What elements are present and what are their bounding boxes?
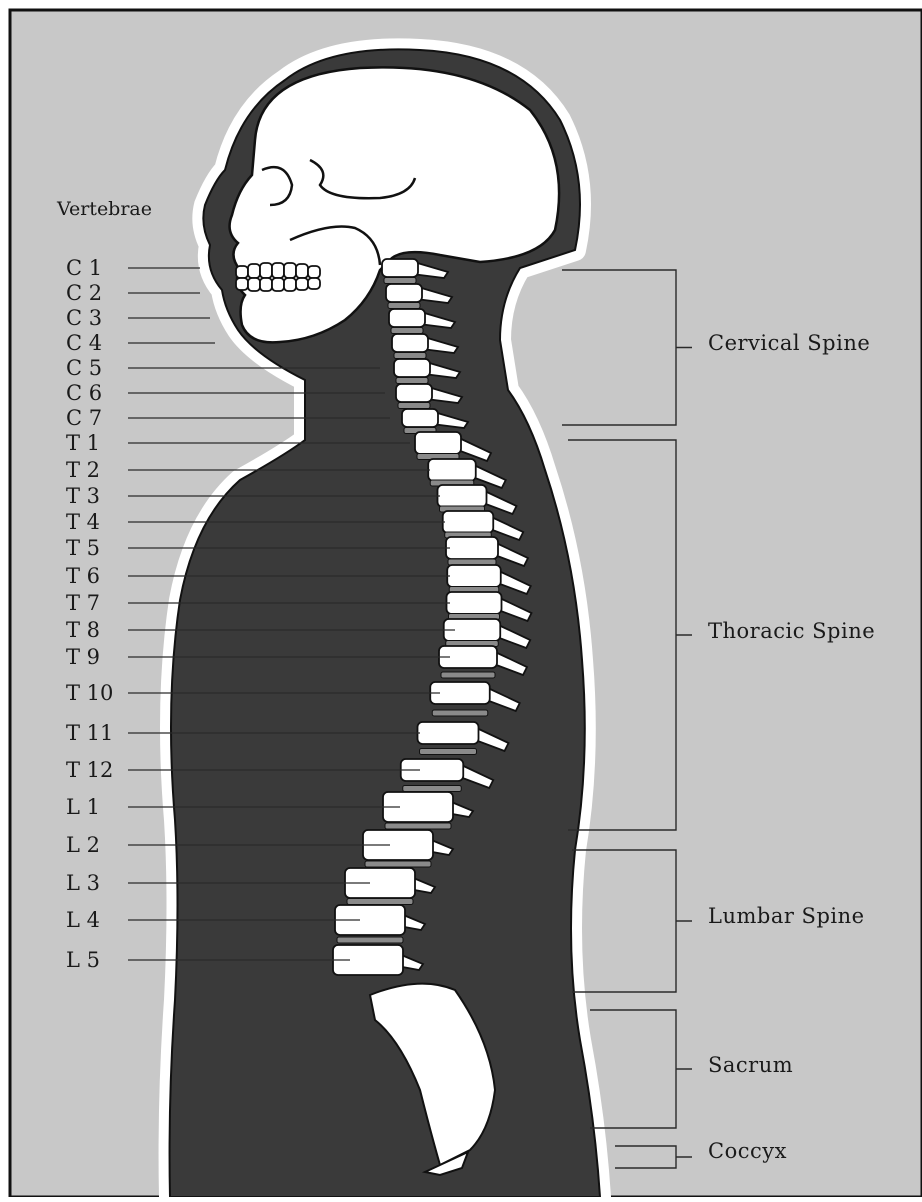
vertebra-label: T 3 xyxy=(66,484,100,508)
vertebra-label: C 1 xyxy=(66,256,102,280)
region-label: Thoracic Spine xyxy=(708,619,875,643)
vertebral-body xyxy=(386,284,422,302)
intervertebral-disc xyxy=(385,823,451,829)
intervertebral-disc xyxy=(398,403,430,409)
intervertebral-disc xyxy=(403,786,462,792)
intervertebral-disc xyxy=(384,278,416,284)
vertebra-label: T 4 xyxy=(66,510,100,534)
intervertebral-disc xyxy=(347,899,413,905)
vertebra-label: T 12 xyxy=(66,758,113,782)
vertebral-body xyxy=(415,432,461,454)
vertebra-label: T 2 xyxy=(66,458,100,482)
intervertebral-disc xyxy=(391,328,423,334)
intervertebral-disc xyxy=(420,749,477,755)
vertebra-label: C 6 xyxy=(66,381,102,405)
vertebra-label: C 7 xyxy=(66,406,102,430)
vertebra-label: L 3 xyxy=(66,871,100,895)
vertebra-label: C 5 xyxy=(66,356,102,380)
vertebra-label: L 5 xyxy=(66,948,100,972)
vertebrae-heading: Vertebrae xyxy=(56,198,152,220)
vertebral-body xyxy=(396,384,432,402)
vertebral-body xyxy=(447,592,502,614)
intervertebral-disc xyxy=(365,861,431,867)
vertebra-label: L 4 xyxy=(66,908,100,932)
vertebral-body xyxy=(446,537,498,559)
vertebral-body xyxy=(402,409,438,427)
vertebral-body xyxy=(392,334,428,352)
intervertebral-disc xyxy=(388,303,420,309)
vertebral-body xyxy=(389,309,425,327)
vertebral-body xyxy=(438,485,487,507)
vertebral-body xyxy=(443,511,494,533)
vertebra-label: C 4 xyxy=(66,331,102,355)
vertebra-label: T 11 xyxy=(66,721,113,745)
vertebra-label: T 9 xyxy=(66,645,100,669)
region-label: Lumbar Spine xyxy=(708,904,865,928)
vertebra-label: C 3 xyxy=(66,306,102,330)
intervertebral-disc xyxy=(337,937,403,943)
region-label: Sacrum xyxy=(708,1053,793,1077)
intervertebral-disc xyxy=(441,672,495,678)
vertebra-label: T 1 xyxy=(66,431,100,455)
intervertebral-disc xyxy=(394,353,426,359)
vertebral-body xyxy=(428,459,476,481)
vertebra-label: L 2 xyxy=(66,833,100,857)
vertebral-body xyxy=(394,359,430,377)
vertebra-label: T 5 xyxy=(66,536,100,560)
region-label: Cervical Spine xyxy=(708,331,870,355)
vertebra-label: L 1 xyxy=(66,795,100,819)
vertebra-label: T 6 xyxy=(66,564,100,588)
vertebral-body xyxy=(418,722,479,744)
vertebral-body xyxy=(447,565,501,587)
intervertebral-disc xyxy=(432,710,488,716)
vertebra-label: C 2 xyxy=(66,281,102,305)
vertebra-label: T 10 xyxy=(66,681,113,705)
vertebral-body xyxy=(382,259,418,277)
vertebra-label: T 8 xyxy=(66,618,100,642)
region-label: Coccyx xyxy=(708,1139,787,1163)
vertebra-label: T 7 xyxy=(66,591,100,615)
intervertebral-disc xyxy=(396,378,428,384)
